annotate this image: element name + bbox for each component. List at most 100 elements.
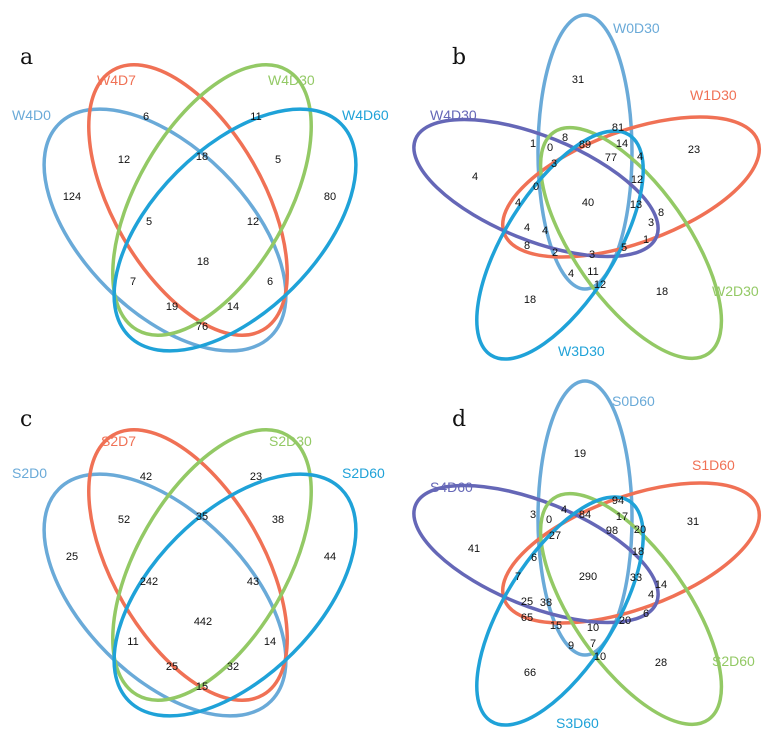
region-count: 84 xyxy=(579,509,591,521)
region-count: 0 xyxy=(547,142,553,154)
region-count: 18 xyxy=(656,286,668,298)
region-count: 3 xyxy=(589,249,595,261)
set-ellipse-w4d30-b xyxy=(412,117,660,259)
region-count: 52 xyxy=(118,514,130,526)
region-count: 1 xyxy=(643,234,649,246)
set-label-s4d60: S4D60 xyxy=(430,479,473,495)
region-count: 27 xyxy=(549,530,561,542)
region-count: 8 xyxy=(524,240,530,252)
panel-c: c S2D0 S2D7 S2D30 S2D60 42 23 52 35 38 2… xyxy=(12,407,385,718)
region-count: 66 xyxy=(524,667,536,679)
set-label-s2d60-d: S2D60 xyxy=(712,653,755,669)
region-count: 31 xyxy=(572,74,584,86)
region-count: 17 xyxy=(616,511,628,523)
region-count: 11 xyxy=(587,266,598,278)
region-count: 12 xyxy=(247,216,259,228)
region-count: 80 xyxy=(324,191,336,203)
set-ellipse-s3d60 xyxy=(475,495,645,727)
region-count: 18 xyxy=(196,151,208,163)
region-count: 4 xyxy=(648,589,654,601)
region-count: 5 xyxy=(621,242,627,254)
region-count: 65 xyxy=(521,612,533,624)
set-label-w4d0: W4D0 xyxy=(12,107,51,123)
region-count: 76 xyxy=(196,321,208,333)
region-count: 442 xyxy=(194,616,212,628)
panel-b: b W0D30 W1D30 W4D30 W2D30 W3D30 31 81 8 … xyxy=(412,13,762,361)
panel-a: a W4D0 W4D7 W4D30 W4D60 6 11 12 18 5 124… xyxy=(12,45,389,353)
region-count: 28 xyxy=(655,657,667,669)
region-count: 18 xyxy=(632,546,644,558)
set-label-s2d30: S2D30 xyxy=(269,433,312,449)
region-count: 94 xyxy=(612,495,624,507)
set-ellipse-s2d60 xyxy=(112,472,358,718)
region-count: 11 xyxy=(250,111,261,123)
region-count: 12 xyxy=(631,174,643,186)
set-label-s2d7: S2D7 xyxy=(101,433,136,449)
region-count: 38 xyxy=(272,514,284,526)
region-count: 19 xyxy=(166,301,178,313)
set-label-w3d30: W3D30 xyxy=(558,343,605,359)
set-ellipse-s2d0 xyxy=(42,472,288,718)
region-count: 15 xyxy=(550,620,562,632)
region-count: 13 xyxy=(630,199,642,211)
region-count: 98 xyxy=(606,525,618,537)
set-ellipse-s2d30 xyxy=(111,428,313,702)
region-count: 7 xyxy=(590,638,596,650)
region-count: 77 xyxy=(605,152,617,164)
region-count: 4 xyxy=(542,225,548,237)
region-count: 44 xyxy=(324,551,336,563)
region-count: 18 xyxy=(524,294,536,306)
region-count: 12 xyxy=(118,154,130,166)
region-count: 4 xyxy=(515,197,521,209)
set-ellipse-s0d60 xyxy=(536,379,634,657)
set-label-s0d60: S0D60 xyxy=(612,393,655,409)
region-count: 7 xyxy=(515,571,521,583)
set-label-s2d0: S2D0 xyxy=(12,465,47,481)
set-label-w4d60: W4D60 xyxy=(342,107,389,123)
region-count: 3 xyxy=(530,509,536,521)
region-count: 4 xyxy=(637,151,643,163)
set-ellipse-w4d60 xyxy=(112,107,358,353)
region-count: 10 xyxy=(594,651,606,663)
region-count: 23 xyxy=(250,471,262,483)
region-count: 15 xyxy=(196,681,208,693)
region-count: 19 xyxy=(574,448,586,460)
region-count: 4 xyxy=(472,171,478,183)
set-label-w4d30-b: W4D30 xyxy=(430,107,477,123)
region-count: 35 xyxy=(196,511,208,523)
set-label-s1d60: S1D60 xyxy=(692,457,735,473)
panel-letter-b: b xyxy=(452,45,466,70)
region-count: 81 xyxy=(612,122,624,134)
region-count: 25 xyxy=(166,661,178,673)
region-count: 3 xyxy=(551,158,557,170)
region-count: 0 xyxy=(533,181,539,193)
region-count: 0 xyxy=(546,514,552,526)
region-count: 8 xyxy=(658,207,664,219)
region-count: 20 xyxy=(619,615,631,627)
region-count: 25 xyxy=(66,551,78,563)
region-count: 6 xyxy=(643,608,649,620)
set-ellipse-w3d30 xyxy=(475,129,645,361)
region-count: 6 xyxy=(267,276,273,288)
region-count: 12 xyxy=(594,279,606,291)
region-count: 5 xyxy=(146,216,152,228)
region-count: 14 xyxy=(616,138,628,150)
set-ellipse-w4d0 xyxy=(42,107,288,353)
set-ellipse-w2d30 xyxy=(538,125,724,361)
set-label-w4d30: W4D30 xyxy=(268,72,315,88)
set-label-s2d60: S2D60 xyxy=(342,465,385,481)
region-count: 10 xyxy=(587,622,599,634)
region-count: 41 xyxy=(468,543,480,555)
region-count: 23 xyxy=(688,144,700,156)
region-count: 1 xyxy=(530,138,536,150)
set-ellipse-s4d60 xyxy=(412,483,660,625)
region-count: 6 xyxy=(143,111,149,123)
panel-letter-d: d xyxy=(452,407,466,432)
region-count: 40 xyxy=(582,197,594,209)
set-ellipse-w4d30 xyxy=(111,63,313,337)
region-count: 5 xyxy=(275,154,281,166)
region-count: 42 xyxy=(140,471,152,483)
region-count: 8 xyxy=(562,132,568,144)
set-ellipse-w4d7 xyxy=(87,63,289,337)
